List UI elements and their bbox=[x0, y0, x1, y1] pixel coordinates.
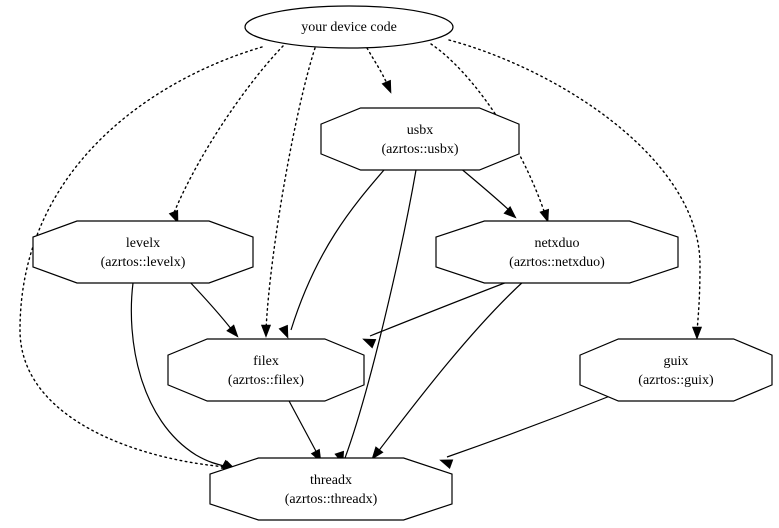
node-label-levelx-name: levelx bbox=[126, 236, 160, 251]
node-label-usbx-package: (azrtos::usbx) bbox=[382, 142, 459, 157]
arrowhead-guix-threadx bbox=[439, 459, 454, 469]
edge-device-to-levelx bbox=[172, 45, 284, 216]
node-label-netxduo-package: (azrtos::netxduo) bbox=[509, 255, 605, 270]
arrowhead-device-filex bbox=[260, 324, 272, 338]
node-label-filex-name: filex bbox=[253, 354, 279, 369]
edge-guix-to-threadx bbox=[446, 395, 611, 458]
edge-usbx-to-netxduo bbox=[458, 166, 511, 212]
arrowhead-device-guix bbox=[691, 326, 703, 340]
node-shape-levelx bbox=[32, 220, 254, 284]
node-label-guix-name: guix bbox=[664, 354, 689, 369]
edge-usbx-to-threadx bbox=[344, 169, 417, 459]
node-label-device-name: your device code bbox=[301, 20, 397, 35]
arrowhead-levelx-filex bbox=[226, 324, 239, 338]
node-label-netxduo-name: netxduo bbox=[534, 236, 579, 251]
node-levelx[interactable]: levelx(azrtos::levelx) bbox=[32, 220, 254, 284]
node-shape-device bbox=[244, 5, 454, 49]
node-device[interactable]: your device code bbox=[244, 5, 454, 49]
node-shape-usbx bbox=[320, 107, 520, 171]
edge-device-to-filex bbox=[265, 47, 316, 331]
arrowhead-device-levelx bbox=[168, 209, 179, 224]
nodes-layer: your device codeusbx(azrtos::usbx)levelx… bbox=[32, 5, 773, 521]
edge-device-to-threadx bbox=[19, 46, 263, 468]
arrowhead-device-usbx bbox=[381, 79, 392, 94]
edge-filex-to-threadx bbox=[287, 398, 319, 456]
node-label-usbx-name: usbx bbox=[407, 123, 433, 138]
node-label-levelx-package: (azrtos::levelx) bbox=[101, 255, 186, 270]
node-label-filex-package: (azrtos::filex) bbox=[228, 373, 305, 388]
arrowhead-netxduo-threadx bbox=[371, 446, 384, 460]
node-shape-guix bbox=[579, 338, 773, 402]
node-shape-netxduo bbox=[435, 220, 679, 284]
edge-levelx-to-threadx bbox=[130, 282, 229, 468]
edge-netxduo-to-threadx bbox=[376, 279, 526, 454]
node-guix[interactable]: guix(azrtos::guix) bbox=[579, 338, 773, 402]
edge-device-to-guix bbox=[448, 39, 701, 333]
node-shape-threadx bbox=[209, 457, 453, 521]
node-usbx[interactable]: usbx(azrtos::usbx) bbox=[320, 107, 520, 171]
node-label-guix-package: (azrtos::guix) bbox=[638, 373, 714, 388]
arrowhead-usbx-netxduo bbox=[503, 206, 517, 219]
node-threadx[interactable]: threadx(azrtos::threadx) bbox=[209, 457, 453, 521]
arrowhead-netxduo-filex bbox=[362, 338, 377, 349]
node-label-threadx-name: threadx bbox=[310, 473, 352, 488]
edges-layer bbox=[19, 39, 701, 468]
arrowhead-usbx-filex bbox=[278, 324, 289, 339]
edge-netxduo-to-filex bbox=[369, 278, 516, 337]
node-shape-filex bbox=[167, 338, 365, 402]
node-label-threadx-package: (azrtos::threadx) bbox=[285, 492, 378, 507]
node-filex[interactable]: filex(azrtos::filex) bbox=[167, 338, 365, 402]
edge-device-to-usbx bbox=[366, 47, 389, 87]
node-netxduo[interactable]: netxduo(azrtos::netxduo) bbox=[435, 220, 679, 284]
edge-usbx-to-filex bbox=[290, 169, 385, 331]
arrowhead-device-netxduo bbox=[539, 208, 549, 223]
edge-device-to-netxduo bbox=[430, 43, 546, 215]
edge-levelx-to-filex bbox=[187, 279, 233, 331]
